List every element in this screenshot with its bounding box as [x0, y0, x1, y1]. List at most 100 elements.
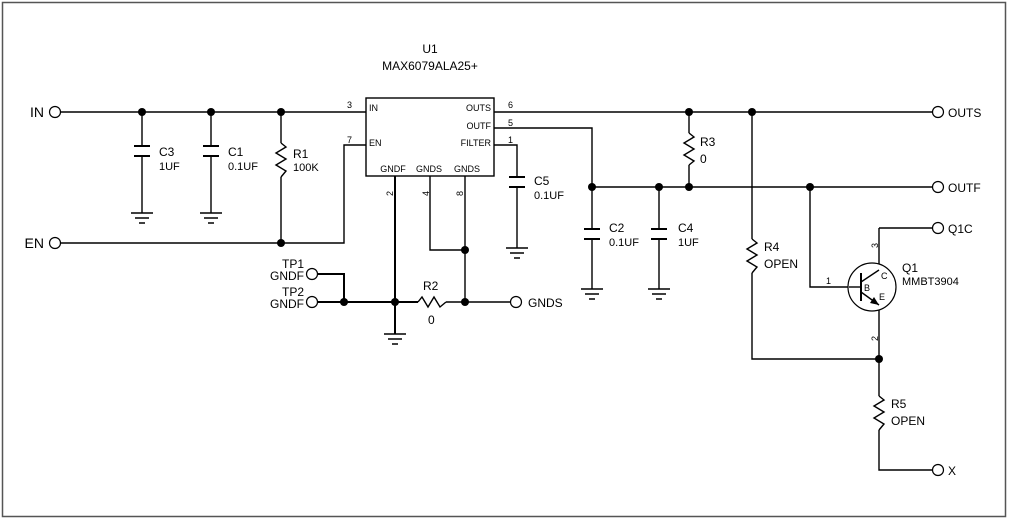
ic-pin-number-outf: 5 — [508, 118, 513, 128]
junction-dot — [138, 108, 146, 116]
ic-pin-gnds2-label: GNDS — [454, 164, 480, 174]
junction-dot — [806, 183, 814, 191]
ic-pin-filter-label: FILTER — [461, 138, 492, 148]
resistor-r3: R3 0 — [682, 132, 716, 166]
port-gnds[interactable]: GNDS — [509, 295, 563, 310]
r5-value: OPEN — [891, 414, 925, 428]
c4-value: 1UF — [678, 237, 699, 249]
ic-pin-number-en: 7 — [347, 135, 352, 145]
r2-value: 0 — [428, 313, 435, 327]
ic-pin-number-gndf: 2 — [385, 191, 395, 196]
test-point-tp2[interactable]: TP2 GNDF — [270, 285, 319, 311]
q1-ref: Q1 — [902, 261, 918, 275]
junction-dot — [207, 108, 215, 116]
port-outf[interactable]: OUTF — [931, 180, 981, 195]
junction-dot — [655, 183, 663, 191]
ground-symbol-c2 — [581, 288, 603, 300]
resistor-r4: R4 OPEN — [745, 238, 798, 274]
ic-ref: U1 — [422, 42, 438, 56]
c2-value: 0.1UF — [609, 237, 639, 249]
q1-pin-e-label: E — [879, 292, 885, 302]
resistor-r5: R5 OPEN — [872, 395, 925, 431]
wires — [61, 111, 932, 471]
port-en-label: EN — [25, 235, 44, 251]
ic-pin-number-gnds2: 8 — [455, 191, 465, 196]
ground-symbol-c4 — [648, 288, 670, 300]
junction-dot — [340, 298, 348, 306]
ic-u1: U1 MAX6079ALA25+ IN EN OUTS OUTF FILTER … — [347, 42, 513, 196]
port-outs[interactable]: OUTS — [931, 105, 982, 120]
tp2-net: GNDF — [270, 297, 304, 311]
ic-pin-gnds-label: GNDS — [416, 164, 442, 174]
ic-pin-outs-label: OUTS — [466, 103, 491, 113]
q1-value: MMBT3904 — [902, 276, 959, 288]
r4-value: OPEN — [764, 257, 798, 271]
port-outs-label: OUTS — [948, 106, 981, 120]
port-outf-label: OUTF — [948, 181, 981, 195]
junction-dot — [685, 108, 693, 116]
port-q1c[interactable]: Q1C — [931, 221, 974, 236]
junction-dot — [685, 183, 693, 191]
ground-symbol-c5 — [506, 247, 528, 259]
tp1-net: GNDF — [270, 269, 304, 283]
r3-value: 0 — [700, 152, 707, 166]
port-q1c-label: Q1C — [948, 222, 973, 236]
q1-pin-number-2: 2 — [870, 336, 880, 341]
c1-ref: C1 — [228, 145, 244, 159]
capacitor-c2: C2 0.1UF — [584, 221, 639, 249]
port-x-label: X — [948, 464, 956, 478]
c3-ref: C3 — [159, 145, 175, 159]
r1-ref: R1 — [293, 147, 309, 161]
port-in-label: IN — [30, 104, 44, 120]
c5-ref: C5 — [534, 174, 550, 188]
ground-symbol-c1 — [200, 212, 222, 224]
ic-pin-number-filter: 1 — [508, 135, 513, 145]
q1-pin-c-label: C — [881, 271, 888, 281]
port-x[interactable]: X — [931, 463, 957, 478]
junction-dot — [875, 355, 883, 363]
c3-value: 1UF — [159, 161, 180, 173]
q1-pin-number-3: 3 — [870, 243, 880, 248]
port-gnds-label: GNDS — [528, 296, 563, 310]
r1-value: 100K — [293, 162, 319, 174]
port-in[interactable]: IN — [30, 104, 62, 120]
junction-dot — [748, 108, 756, 116]
capacitor-c4: C4 1UF — [651, 221, 699, 249]
q1-pin-b-label: B — [864, 283, 870, 293]
ic-pin-number-outs: 6 — [508, 100, 513, 110]
r3-ref: R3 — [700, 135, 716, 149]
ic-pin-number-gnds: 4 — [421, 191, 431, 196]
ic-pin-en-label: EN — [369, 138, 382, 148]
junction-dot — [391, 298, 399, 306]
c5-value: 0.1UF — [534, 190, 564, 202]
ground-symbol-c3 — [131, 212, 153, 224]
ic-part-number: MAX6079ALA25+ — [382, 59, 478, 73]
junction-dot — [461, 298, 469, 306]
capacitor-c1: C1 0.1UF — [203, 145, 258, 173]
resistor-r2: R2 0 — [417, 279, 447, 327]
r5-ref: R5 — [891, 397, 907, 411]
junction-dot — [588, 183, 596, 191]
ic-pin-outf-label: OUTF — [467, 121, 492, 131]
ic-pin-number-in: 3 — [347, 100, 352, 110]
ic-pin-in-label: IN — [369, 103, 378, 113]
junction-dot — [461, 246, 469, 254]
c1-value: 0.1UF — [228, 161, 258, 173]
capacitor-c3: C3 1UF — [134, 145, 180, 173]
junction-dot — [277, 108, 285, 116]
resistor-r1: R1 100K — [274, 142, 319, 178]
ground-symbol-gndf — [384, 333, 406, 345]
tp1-ref: TP1 — [282, 257, 304, 271]
c2-ref: C2 — [609, 221, 625, 235]
capacitor-c5: C5 0.1UF — [509, 174, 564, 202]
transistor-q1: Q1 MMBT3904 B C E 1 3 2 — [826, 243, 959, 341]
r2-ref: R2 — [423, 279, 439, 293]
port-en[interactable]: EN — [25, 235, 62, 251]
test-point-tp1[interactable]: TP1 GNDF — [270, 257, 319, 283]
ic-pin-gndf-label: GNDF — [380, 164, 406, 174]
junctions — [138, 108, 883, 363]
q1-pin-number-1: 1 — [826, 276, 831, 286]
tp2-ref: TP2 — [282, 285, 304, 299]
